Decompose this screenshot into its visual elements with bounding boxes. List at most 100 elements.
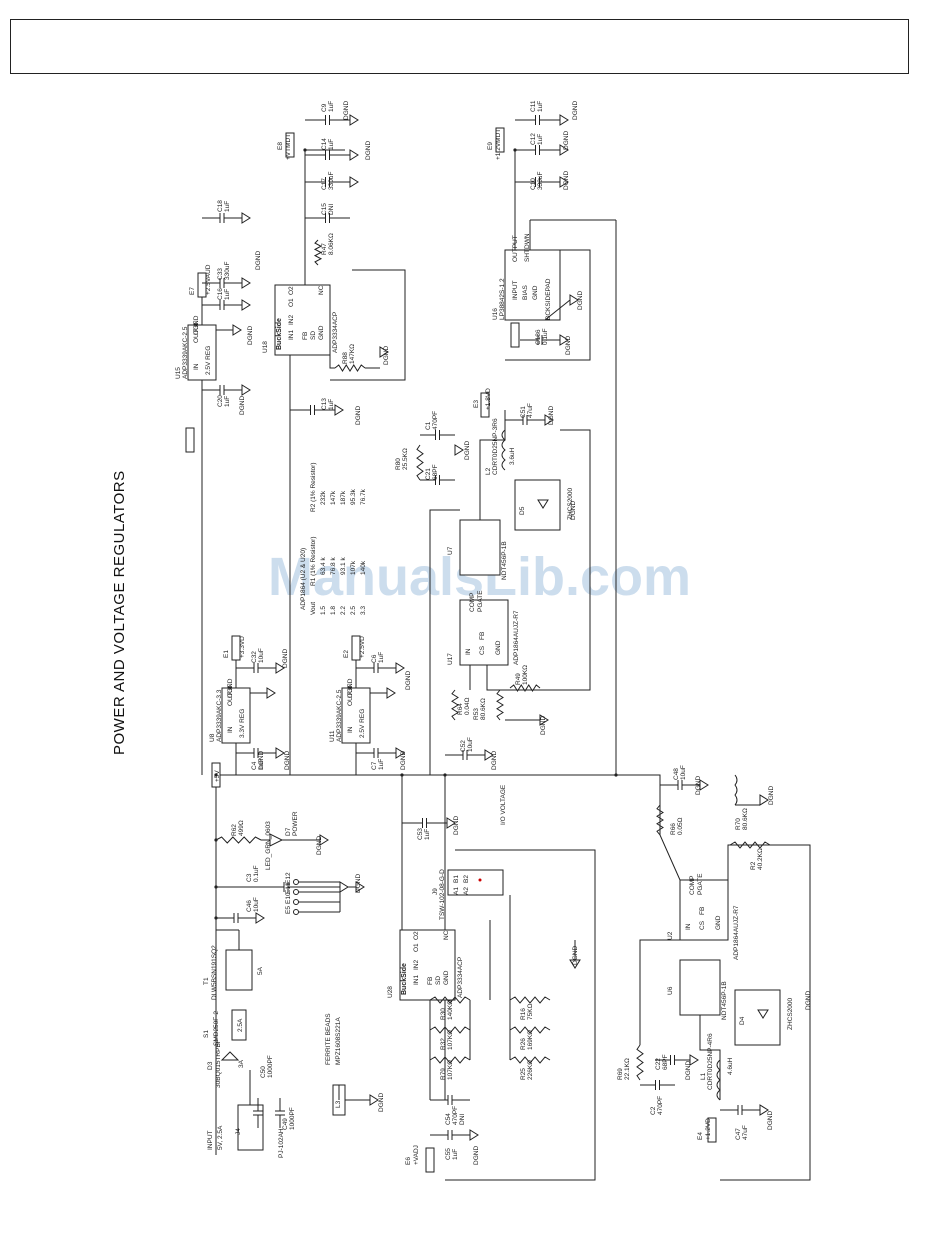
- ground-symbol-icon: [349, 149, 359, 161]
- c2-value: 470PF: [657, 1096, 664, 1115]
- testpoint-label: E12: [285, 872, 292, 884]
- c12-value: 1uF: [537, 134, 544, 145]
- ferrite-part: MPZ1608S221A: [335, 1017, 342, 1065]
- dgnd-label: DGND: [365, 141, 372, 160]
- u15-input-flag-icon: [185, 427, 195, 453]
- u16-pad: BCKSIDEPAD: [545, 278, 552, 320]
- c49-value: 1000PF: [289, 1107, 296, 1130]
- c1-value: 470PF: [432, 411, 439, 430]
- pin-label: IN: [347, 726, 354, 733]
- ground-symbol-icon: [355, 881, 365, 893]
- u17-part: ADP1864AUJZ-R7: [513, 610, 520, 665]
- ground-symbol-icon: [484, 749, 494, 761]
- r53-ref: R53: [473, 708, 480, 720]
- e8-voltage: +VTMDT: [285, 134, 292, 160]
- dgnd-label: DGND: [453, 816, 460, 835]
- c13-value: 1uF: [328, 399, 335, 410]
- table-cell: 95.3k: [350, 488, 357, 505]
- j9-ref: J9: [432, 888, 439, 895]
- r69-value: 22.1KΩ: [624, 1058, 631, 1080]
- schottky-diode-icon: [220, 1051, 240, 1061]
- c50-ref: C50: [260, 1066, 267, 1078]
- l1-part: CDRT0D25NP-4R6: [707, 1033, 714, 1090]
- pin-label: IN: [227, 726, 234, 733]
- c16-ref: C16: [217, 288, 224, 300]
- u11-ref: U11: [329, 730, 336, 742]
- ground-symbol-icon: [395, 747, 405, 759]
- c4-ref: C4: [251, 761, 258, 770]
- j9-jumper-header: [447, 869, 504, 896]
- c52-value: 10uF: [467, 737, 474, 752]
- dgnd-label: DGND: [805, 991, 812, 1010]
- testpoint-icon[interactable]: [293, 909, 299, 915]
- ground-symbol-icon: [275, 662, 285, 674]
- t1-ref: T1: [203, 977, 210, 985]
- e2-ref: E2: [343, 650, 350, 658]
- c16-value: 1uF: [224, 289, 231, 300]
- ground-symbol-icon: [759, 794, 769, 806]
- r30-ref: R30: [440, 1008, 447, 1020]
- c10-ref: C10: [530, 178, 537, 190]
- r32-ref: R32: [440, 1038, 447, 1050]
- s1-rating: 2.5A: [237, 1018, 244, 1032]
- dgnd-label: DGND: [572, 101, 579, 120]
- testpoint-icon[interactable]: [293, 879, 299, 885]
- resistor-r70: [734, 774, 738, 806]
- ground-symbol-icon: [569, 959, 581, 969]
- ground-symbol-icon: [689, 1054, 699, 1066]
- ground-symbol-icon: [395, 662, 405, 674]
- pin-label: FB: [699, 907, 706, 915]
- c54-dni: DNI: [459, 1114, 466, 1125]
- pin-label: CS: [479, 645, 486, 655]
- testpoint-icon[interactable]: [293, 889, 299, 895]
- l2-value: 3.6uH: [509, 447, 516, 465]
- dgnd-label: DGND: [355, 406, 362, 425]
- pin-label: SHTDWN: [524, 233, 531, 262]
- dgnd-label: DGND: [405, 671, 412, 690]
- ground-symbol-icon: [241, 299, 251, 311]
- r62-resistor: [215, 836, 262, 844]
- d7-ref: D7: [285, 827, 292, 836]
- pin-label: IN2: [413, 960, 420, 971]
- pin-label: O1: [288, 298, 295, 307]
- c53-ref: C53: [417, 828, 424, 840]
- input-rating: 5V, 2.5A: [217, 1125, 224, 1150]
- ground-symbol-icon: [559, 144, 569, 156]
- u8-function: 3.3V REG: [239, 709, 246, 738]
- u11-regulator: [341, 687, 371, 744]
- u2-comp: [639, 939, 680, 1045]
- inductor-l1: [716, 1059, 721, 1101]
- dgnd-label: DGND: [343, 101, 350, 120]
- c21-value: 68PF: [432, 464, 439, 480]
- pin-label: IN2: [288, 315, 295, 326]
- dgnd-label: DGND: [255, 251, 262, 270]
- dgnd-label: DGND: [247, 326, 254, 345]
- junction-dot: [214, 838, 218, 842]
- r66-resistor: [656, 804, 664, 836]
- u18-ref: U18: [262, 341, 269, 353]
- c10-value: 330uF: [537, 172, 544, 190]
- ground-symbol-icon: [241, 384, 251, 396]
- junction-dot: [443, 773, 447, 777]
- r69-resistor: [636, 1044, 644, 1081]
- c15-ref: C15: [321, 203, 328, 215]
- ground-symbol-icon: [241, 277, 251, 289]
- u6-mosfet: [679, 959, 721, 1016]
- u17-fb: [486, 429, 591, 691]
- c6-value: 1uF: [378, 652, 385, 663]
- pin-label: IN: [193, 363, 200, 370]
- u7-ref: U7: [447, 546, 454, 555]
- ground-symbol-icon: [539, 714, 549, 726]
- testpoint-label: E5: [285, 906, 292, 914]
- l2-part: CDRT0D25NP-3R6: [492, 418, 499, 475]
- wire: [544, 299, 571, 321]
- c17-ref: C17: [321, 178, 328, 190]
- table-cell: 187k: [340, 490, 347, 505]
- c55-value: 1uF: [452, 1149, 459, 1160]
- dgnd-label: DGND: [767, 1111, 774, 1130]
- d7-part: LED_GRN_0603: [265, 821, 272, 870]
- c51-ref: C51: [520, 406, 527, 418]
- testpoint-icon[interactable]: [293, 899, 299, 905]
- e1-ref: E1: [223, 650, 230, 658]
- table-cell: 1.5: [320, 606, 327, 615]
